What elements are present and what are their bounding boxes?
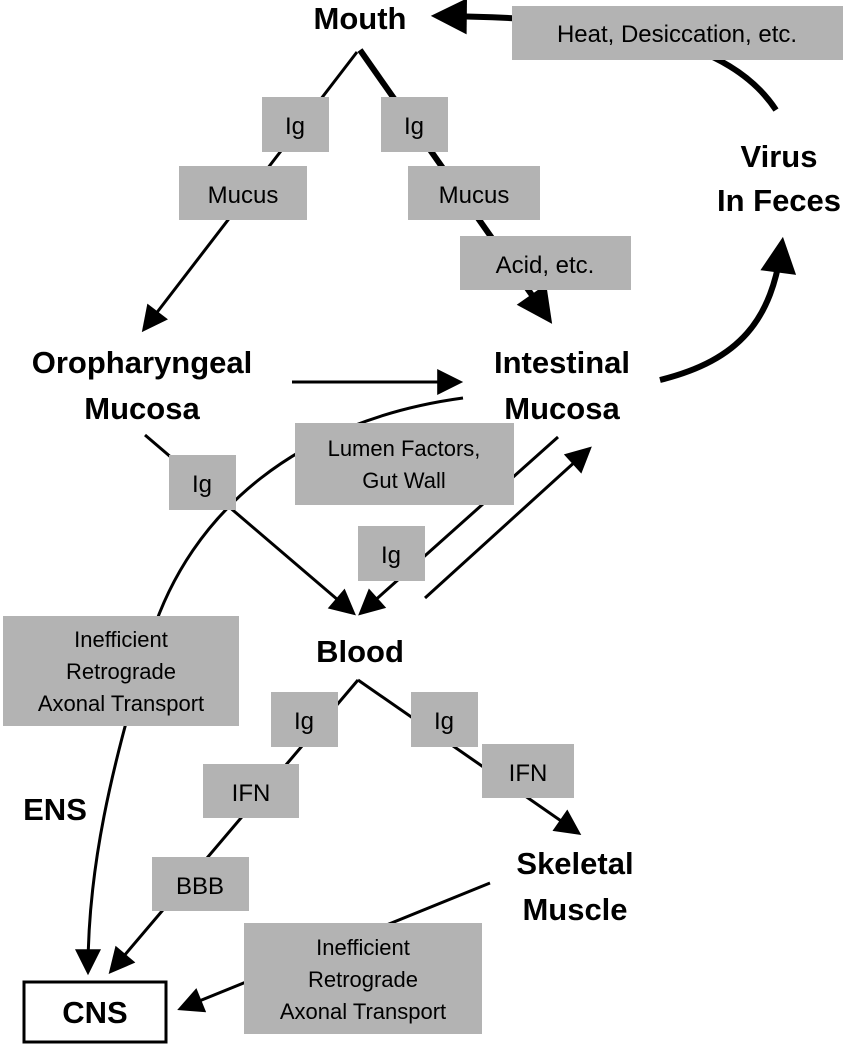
barrier-lumen-gut-wall: Lumen Factors, Gut Wall — [295, 423, 514, 505]
barrier-retrograde-label: Retrograde — [308, 967, 418, 992]
barrier-ig-mouth-right: Ig — [381, 97, 448, 152]
barrier-mucus-left: Mucus — [179, 166, 307, 220]
barrier-retrograde-label: Retrograde — [66, 659, 176, 684]
barrier-acid-label: Acid, etc. — [496, 252, 595, 279]
barrier-ig-label: Ig — [404, 113, 424, 140]
barrier-axonal-transport-label: Axonal Transport — [38, 691, 204, 716]
edge-intestinal-to-virus — [659, 236, 797, 383]
edge-intestinal-to-blood — [358, 435, 559, 616]
node-oropharyngeal-line2: Mucosa — [84, 391, 200, 426]
barrier-ig-label: Ig — [285, 113, 305, 140]
node-mouth: Mouth — [314, 1, 407, 36]
barrier-inefficient-label: Inefficient — [74, 627, 168, 652]
barrier-mucus-label: Mucus — [208, 182, 279, 209]
cns-box — [22, 980, 168, 1044]
node-skeletal-line1: Skeletal — [516, 846, 633, 881]
node-intestinal-line2: Mucosa — [504, 391, 620, 426]
barrier-ig-label: Ig — [434, 708, 454, 735]
barrier-heat-label: Heat, Desiccation, etc. — [557, 21, 797, 48]
barrier-gut-wall-label: Gut Wall — [362, 468, 446, 493]
edge-blood-to-skeletal — [357, 678, 582, 835]
node-oropharyngeal-line1: Oropharyngeal — [32, 345, 253, 380]
barrier-ifn-label: IFN — [509, 760, 548, 787]
barrier-inefficient-transport-muscle: Inefficient Retrograde Axonal Transport — [244, 923, 482, 1034]
node-skeletal-line2: Muscle — [522, 892, 627, 927]
barrier-ig-blood-muscle: Ig — [411, 692, 478, 747]
barrier-ig-label: Ig — [294, 708, 314, 735]
edge-blood-to-intestinal — [423, 446, 592, 600]
barrier-heat-desiccation: Heat, Desiccation, etc. — [512, 6, 843, 60]
barrier-ig-intestinal-blood: Ig — [358, 526, 425, 581]
barrier-mucus-right: Mucus — [408, 166, 540, 220]
barrier-lumen-label: Lumen Factors, — [328, 436, 481, 461]
barrier-bbb-label: BBB — [176, 873, 224, 900]
barrier-inefficient-label: Inefficient — [316, 935, 410, 960]
barrier-ifn-label: IFN — [232, 780, 271, 807]
barrier-ifn-cns: IFN — [203, 764, 299, 818]
barrier-ig-blood-cns: Ig — [271, 692, 338, 747]
barrier-ig-label: Ig — [381, 542, 401, 569]
node-ens: ENS — [23, 792, 87, 827]
barrier-inefficient-transport-ens: Inefficient Retrograde Axonal Transport — [3, 616, 239, 726]
node-virus-line2: In Feces — [717, 183, 841, 218]
node-cns-label: CNS — [62, 995, 127, 1030]
barrier-axonal-transport-label: Axonal Transport — [280, 999, 446, 1024]
barrier-ifn-muscle: IFN — [482, 744, 574, 798]
barrier-mucus-label: Mucus — [439, 182, 510, 209]
barrier-ig-mouth-left: Ig — [262, 97, 329, 152]
node-cns: CNS — [22, 980, 168, 1044]
barrier-acid: Acid, etc. — [460, 236, 631, 290]
node-blood: Blood — [316, 634, 404, 669]
barrier-ig-label: Ig — [192, 471, 212, 498]
barrier-ig-oropharyngeal-blood: Ig — [169, 455, 236, 510]
node-intestinal-line1: Intestinal — [494, 345, 630, 380]
node-virus-line1: Virus — [741, 139, 818, 174]
barrier-bbb: BBB — [152, 857, 249, 911]
